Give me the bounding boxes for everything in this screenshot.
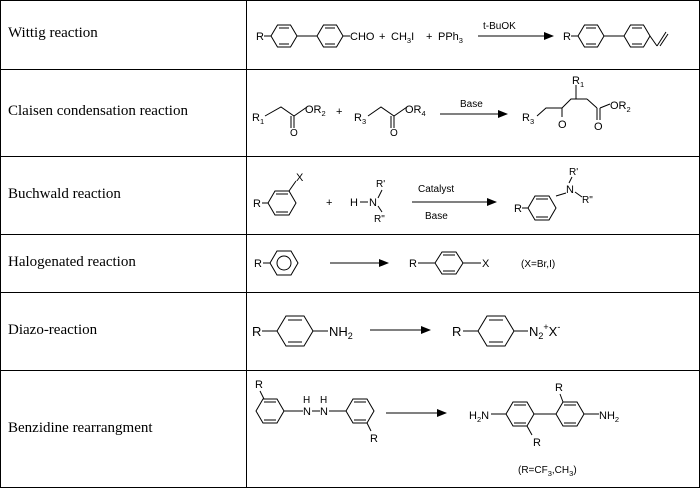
benzene-ring xyxy=(269,250,299,276)
benzidine-p-r-bottom: R xyxy=(533,437,541,449)
claisen-r3: R3 xyxy=(354,112,366,126)
claisen-o: O xyxy=(290,128,298,139)
benzene-ring xyxy=(577,24,605,48)
claisen-or4: OR4 xyxy=(405,104,426,118)
benzidine-h2: H xyxy=(320,395,327,406)
benzidine-p-h2n: H2N xyxy=(469,410,489,424)
wittig-plus-1: + xyxy=(379,31,385,43)
benzidine-h1: H xyxy=(303,395,310,406)
benzene-ring xyxy=(255,398,285,424)
benzene-ring xyxy=(316,24,344,48)
buchwald-r: R xyxy=(253,198,261,210)
benzene-ring xyxy=(505,401,535,427)
benzidine-n1: N xyxy=(303,406,311,418)
halogenated-scheme: R R X (X=Br,I) xyxy=(254,250,555,276)
claisen-o-2: O xyxy=(390,128,398,139)
benzene-ring xyxy=(267,190,297,216)
claisen-p-o2: O xyxy=(594,121,603,133)
wittig-condition: t-BuOK xyxy=(483,21,516,32)
row-name-diazo: Diazo-reaction xyxy=(8,322,98,338)
benzidine-p-nh2: NH2 xyxy=(599,410,619,424)
benzene-ring xyxy=(477,315,515,347)
buchwald-p-r-dprime: R" xyxy=(582,195,593,206)
diazo-p-r: R xyxy=(452,324,461,339)
benzidine-scheme: R H N H N R H2N R xyxy=(255,379,619,478)
claisen-p-or2: OR2 xyxy=(610,100,631,114)
benzidine-note: (R=CF3,CH3) xyxy=(518,465,577,478)
row-name-benzidine: Benzidine rearrangment xyxy=(8,420,153,436)
wittig-product-r: R xyxy=(563,31,571,43)
claisen-scheme: R1 O OR2 + R3 O OR4 Base R3 O R1 O OR2 xyxy=(252,75,631,139)
wittig-phosphine: PPh3 xyxy=(438,31,463,45)
benzidine-n2: N xyxy=(320,406,328,418)
claisen-or2: OR2 xyxy=(305,104,326,118)
wittig-plus-2: + xyxy=(426,31,432,43)
buchwald-r-prime: R' xyxy=(376,179,385,190)
row-name-wittig: Wittig reaction xyxy=(8,25,98,41)
wittig-scheme: R CHO + CH3I + PPh3 t-BuOK R xyxy=(256,21,669,48)
benzene-ring xyxy=(276,315,314,347)
buchwald-x: X xyxy=(296,172,304,184)
row-name-buchwald: Buchwald reaction xyxy=(8,186,121,202)
diazo-scheme: R NH2 R N2+X- xyxy=(252,315,560,347)
vinyl-group xyxy=(649,31,669,47)
benzidine-r-bottom: R xyxy=(370,433,378,445)
claisen-condition: Base xyxy=(460,99,483,110)
row-name-halogenated: Halogenated reaction xyxy=(8,254,136,270)
claisen-p-r1: R1 xyxy=(572,75,584,89)
halo-p-r: R xyxy=(409,258,417,270)
buchwald-condition-top: Catalyst xyxy=(418,184,454,195)
row-name-claisen: Claisen condensation reaction xyxy=(8,103,188,119)
halo-note: (X=Br,I) xyxy=(521,259,555,270)
buchwald-h: H xyxy=(350,197,358,209)
buchwald-condition-bottom: Base xyxy=(425,211,448,222)
benzene-ring xyxy=(527,195,557,221)
buchwald-p-n: N xyxy=(566,184,574,196)
wittig-r-label: R xyxy=(256,31,264,43)
benzidine-p-r-top: R xyxy=(555,382,563,394)
benzene-ring xyxy=(555,401,585,427)
halo-p-x: X xyxy=(482,258,490,270)
buchwald-plus: + xyxy=(326,197,332,209)
buchwald-scheme: X R + H N R' R" Catalyst Base R' N R" R xyxy=(253,167,593,225)
buchwald-r-dprime: R" xyxy=(374,214,385,225)
halo-r: R xyxy=(254,258,262,270)
buchwald-n: N xyxy=(369,197,377,209)
benzene-ring xyxy=(270,24,298,48)
claisen-p-r3: R3 xyxy=(522,112,534,126)
wittig-methyl-iodide: CH3I xyxy=(391,31,414,45)
benzidine-r-top: R xyxy=(255,379,263,391)
benzene-ring xyxy=(434,251,464,275)
diazo-r: R xyxy=(252,324,261,339)
wittig-aldehyde: CHO xyxy=(350,31,375,43)
claisen-r1: R1 xyxy=(252,112,264,126)
diazo-amine: NH2 xyxy=(329,324,353,341)
diazo-product: N2+X- xyxy=(529,322,560,341)
benzene-ring xyxy=(345,398,375,424)
buchwald-p-r-prime: R' xyxy=(569,167,578,178)
claisen-p-o1: O xyxy=(558,119,567,131)
benzene-ring xyxy=(623,24,651,48)
buchwald-p-r: R xyxy=(514,203,522,215)
claisen-plus: + xyxy=(336,106,342,118)
